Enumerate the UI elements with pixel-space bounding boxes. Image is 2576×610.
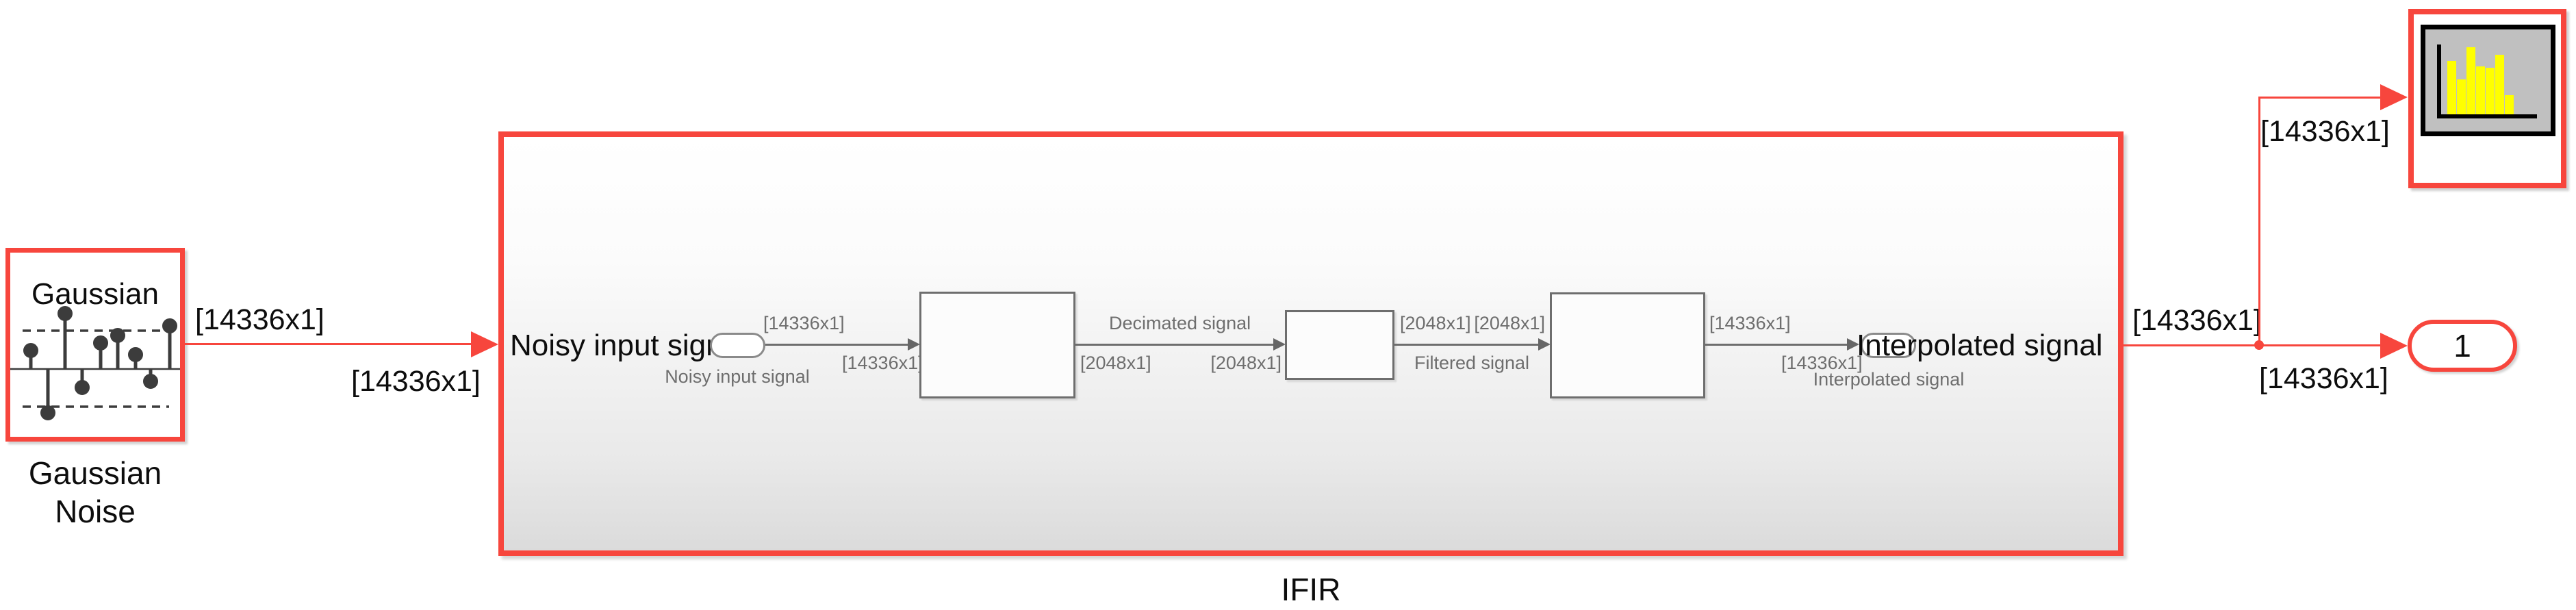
signal-branch-vertical[interactable]	[2258, 97, 2260, 346]
filtered-signal-label: Filtered signal	[1414, 353, 1530, 373]
arrowhead-decimator-input	[908, 338, 920, 351]
ifir-subsystem-block[interactable]: Noisy input signal Noisy input signal [1…	[498, 131, 2124, 556]
interpolated-dim-below: [14336x1]	[1781, 353, 1863, 373]
arrowhead-ifir-input	[471, 331, 498, 357]
ifir-wire-inport-to-decimator[interactable]	[765, 344, 908, 346]
ifir-outport-shape[interactable]	[1861, 333, 1916, 358]
signal-branch-to-scope[interactable]	[2258, 97, 2380, 99]
outport-1-block[interactable]: 1	[2408, 320, 2517, 372]
ifir-inport-dim-below: [14336x1]	[842, 353, 923, 373]
ifir-output-label: Interpolated signal	[1857, 329, 2103, 362]
arrowhead-filter-input	[1273, 338, 1286, 351]
filtered-dim-src: [2048x1]	[1400, 313, 1471, 333]
filtered-dim-dst: [2048x1]	[1474, 313, 1545, 333]
ifir-inport-name: Noisy input signal	[665, 366, 810, 387]
gaussian-stem-icon	[10, 306, 180, 420]
arrowhead-outport	[2380, 333, 2408, 359]
outport-1-label: 1	[2453, 328, 2471, 364]
ifir-wire-interpolator-to-outport[interactable]	[1705, 344, 1847, 346]
decimated-dim-src: [2048x1]	[1080, 353, 1151, 373]
ifir-outport-name: Interpolated signal	[1813, 369, 1965, 390]
histogram-icon	[2421, 25, 2555, 136]
dim-label-ifir-out: [14336x1]	[2132, 304, 2262, 337]
gaussian-block-title: Gaussian	[31, 277, 159, 311]
decimator-block[interactable]	[919, 292, 1075, 398]
ifir-wire-decimator-to-filter[interactable]	[1075, 344, 1273, 346]
arrowhead-interpolator-input	[1538, 338, 1551, 351]
dim-label-scope: [14336x1]	[2260, 115, 2390, 148]
dim-label-src-above: [14336x1]	[195, 303, 324, 336]
interpolator-block[interactable]	[1550, 292, 1705, 398]
arrowhead-ifir-outport	[1847, 338, 1859, 351]
arrowhead-scope-input	[2380, 84, 2408, 110]
gaussian-noise-block[interactable]: Gaussian	[5, 248, 185, 442]
ifir-block-name: IFIR	[1281, 572, 1341, 607]
ifir-inport-shape[interactable]	[710, 333, 765, 358]
signal-src-to-ifir[interactable]	[185, 343, 472, 345]
ifir-inport-dim-above: [14336x1]	[763, 313, 845, 333]
decimated-dim-dst: [2048x1]	[1210, 353, 1281, 373]
interpolated-dim-above: [14336x1]	[1709, 313, 1791, 333]
ifir-input-label: Noisy input signal	[510, 329, 746, 362]
histogram-scope-block[interactable]	[2408, 9, 2566, 188]
dim-label-outport: [14336x1]	[2259, 362, 2388, 395]
signal-ifir-to-outport[interactable]	[2124, 344, 2380, 346]
dim-label-src-below: [14336x1]	[351, 365, 481, 398]
filter-block[interactable]	[1285, 310, 1394, 380]
decimated-signal-label: Decimated signal	[1109, 313, 1251, 333]
gaussian-noise-block-name: Gaussian Noise	[28, 455, 162, 530]
ifir-wire-filter-to-interpolator[interactable]	[1394, 344, 1538, 346]
